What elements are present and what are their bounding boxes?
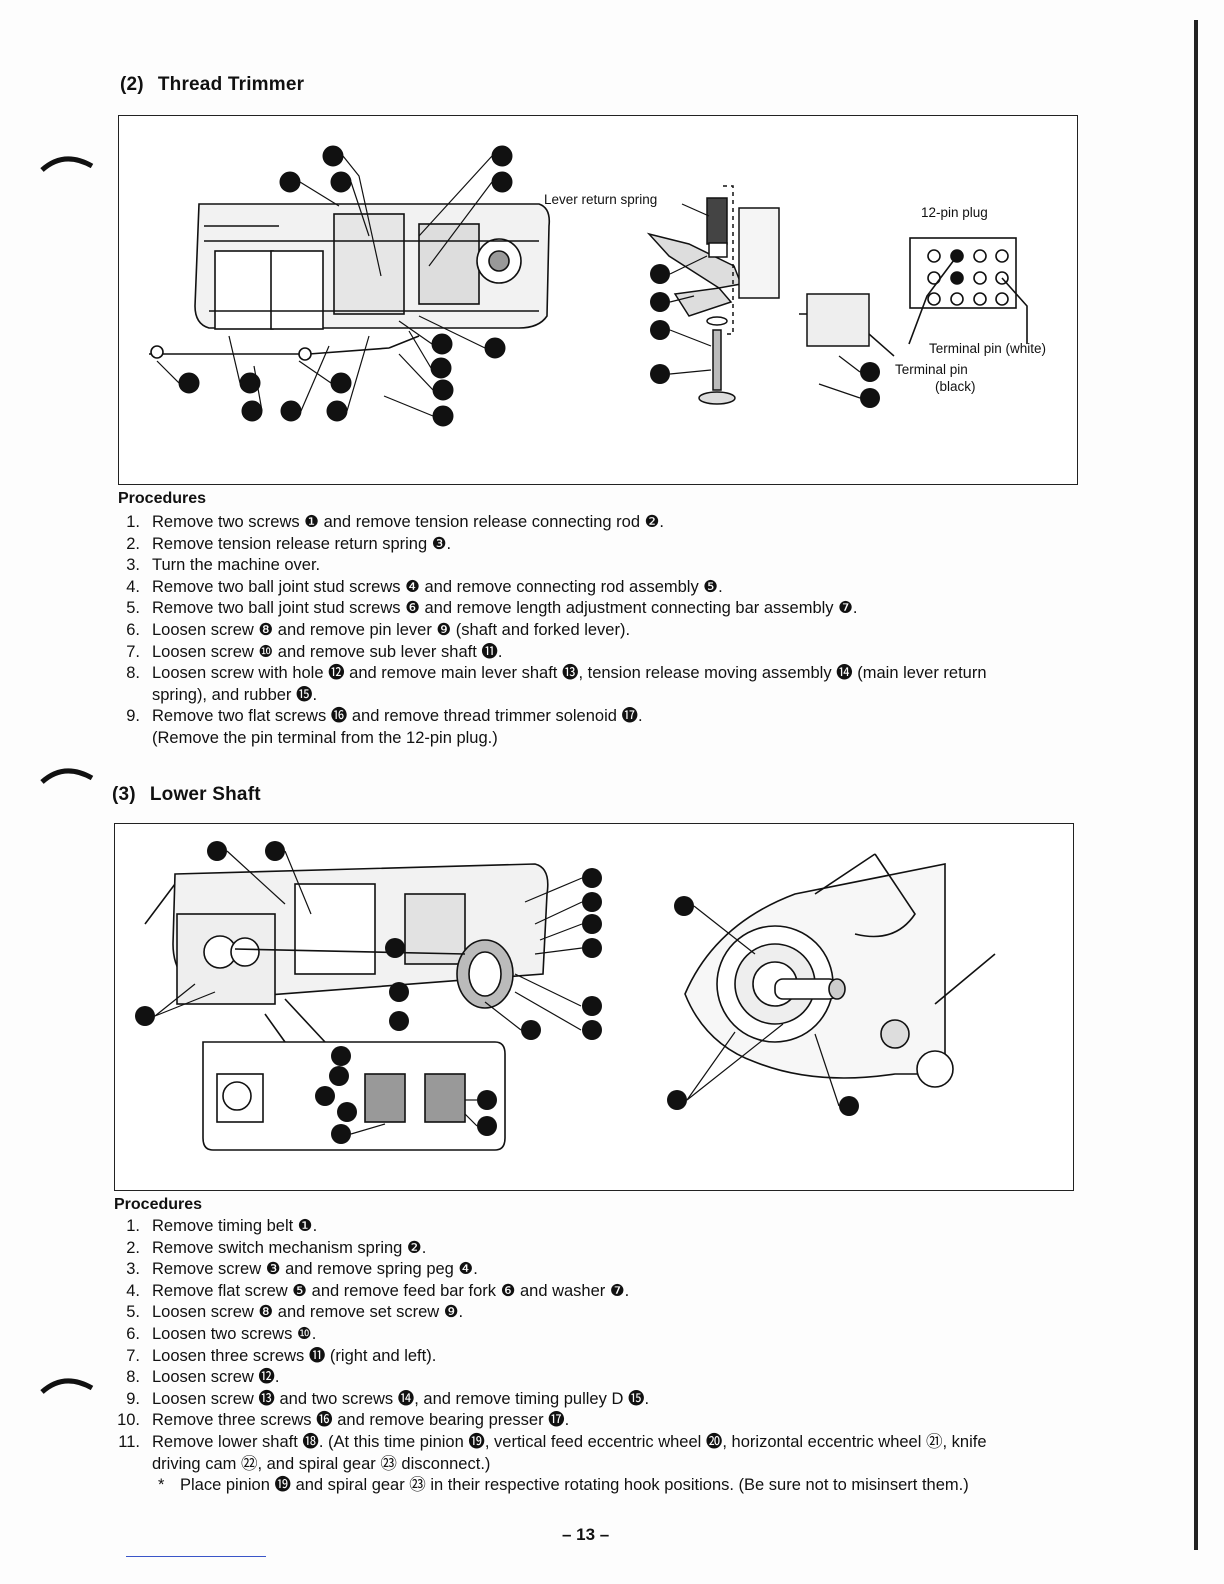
procedure-step-text: Remove two screws ❶ and remove tension r… bbox=[152, 513, 664, 531]
procedure-step-number: 8. bbox=[126, 1368, 140, 1387]
procedure-step-text: Loosen screw with hole ⓬ and remove main… bbox=[152, 664, 987, 683]
procedure-note: * Place pinion ⓳ and spiral gear ㉓ in the… bbox=[116, 1475, 1091, 1497]
procedure-step-text: Loosen screw ❿ and remove sub lever shaf… bbox=[152, 642, 503, 661]
procedure-step-number: 5. bbox=[126, 1303, 140, 1322]
procedure-step: 8. Loosen screw ⓬. bbox=[116, 1367, 1091, 1389]
procedure-step: 5. Remove two ball joint stud screws ❻ an… bbox=[116, 598, 1086, 620]
procedure-step: 8. Loosen screw with hole ⓬ and remove ma… bbox=[116, 663, 1086, 685]
binding-edge-line bbox=[1194, 20, 1198, 1550]
procedure-step-text: Remove two flat screws ⓰ and remove thre… bbox=[152, 707, 643, 726]
procedure-step: 1. Remove two screws ❶ and remove tension… bbox=[116, 512, 1086, 534]
procedure-step: 2. Remove switch mechanism spring ❷. bbox=[116, 1238, 1091, 1260]
thread-trimmer-illustration: Lever return spring 12-pin plug Terminal… bbox=[149, 145, 1046, 427]
procedure-step: 7. Loosen three screws ⓫ (right and left)… bbox=[116, 1346, 1091, 1368]
procedure-step: 6. Loosen two screws ❿. bbox=[116, 1324, 1091, 1346]
label-terminal-pin-white: Terminal pin (white) bbox=[929, 341, 1046, 356]
procedure-step-text: Remove two ball joint stud screws ❹ and … bbox=[152, 577, 723, 596]
section-3-title-text: Lower Shaft bbox=[149, 784, 261, 805]
procedure-step-text: Loosen two screws ❿. bbox=[152, 1324, 317, 1343]
margin-hole-mark-1 bbox=[40, 156, 94, 172]
procedure-step-text: Loosen screw ❽ and remove set screw ❾. bbox=[152, 1303, 464, 1322]
procedure-step: 9. Remove two flat screws ⓰ and remove th… bbox=[116, 706, 1086, 728]
procedure-step-number: 5. bbox=[126, 599, 140, 618]
procedure-step-text: Loosen screw ⓭ and two screws ⓮, and rem… bbox=[152, 1389, 650, 1408]
thread-trimmer-figure: Lever return spring 12-pin plug Terminal… bbox=[118, 115, 1078, 485]
note-asterisk: * bbox=[158, 1476, 165, 1495]
section-3-procedures-heading: Procedures bbox=[114, 1196, 203, 1213]
section-2-procedures-heading: Procedures bbox=[118, 490, 207, 507]
procedure-step: 6. Loosen screw ❽ and remove pin lever ❾ … bbox=[116, 620, 1086, 642]
procedure-step-text: Loosen screw ❽ and remove pin lever ❾ (s… bbox=[152, 620, 631, 639]
section-3-procedure-list: 1. Remove timing belt ❶. 2. Remove switch m… bbox=[116, 1216, 1091, 1497]
procedure-step-number: 7. bbox=[126, 1346, 140, 1365]
procedure-step-number: 11. bbox=[118, 1432, 140, 1451]
procedure-step-text: Turn the machine over. bbox=[152, 556, 321, 575]
page-number: – 13 – bbox=[562, 1525, 610, 1544]
procedure-step-text: Remove switch mechanism spring ❷. bbox=[152, 1238, 427, 1257]
section-2-number: (2) bbox=[120, 74, 144, 95]
section-3-number: (3) bbox=[112, 784, 136, 805]
procedure-step: 10. Remove three screws ⓰ and remove bear… bbox=[116, 1410, 1091, 1432]
procedure-step-number: 3. bbox=[126, 556, 140, 575]
lower-shaft-figure bbox=[114, 823, 1074, 1191]
procedure-step-number: 2. bbox=[126, 1238, 140, 1257]
procedure-step-number: 7. bbox=[126, 642, 140, 661]
procedure-step-number: 4. bbox=[126, 1281, 140, 1300]
note-text: Place pinion ⓳ and spiral gear ㉓ in thei… bbox=[180, 1476, 969, 1495]
procedure-step: 1. Remove timing belt ❶. bbox=[116, 1216, 1091, 1238]
procedure-step-number: 6. bbox=[126, 620, 140, 639]
procedure-step-text: driving cam ㉒, and spiral gear ㉓ disconn… bbox=[152, 1454, 491, 1473]
procedure-step-text: Remove two ball joint stud screws ❻ and … bbox=[152, 599, 858, 618]
procedure-step-text: Loosen screw ⓬. bbox=[152, 1368, 280, 1387]
procedure-step-number: 1. bbox=[126, 1217, 140, 1235]
procedure-step-text: Remove flat screw ❺ and remove feed bar … bbox=[152, 1281, 630, 1300]
procedure-step: driving cam ㉒, and spiral gear ㉓ disconn… bbox=[116, 1454, 1091, 1476]
procedure-step-number: 4. bbox=[126, 577, 140, 596]
lower-shaft-illustration bbox=[135, 841, 996, 1151]
label-12-pin-plug: 12-pin plug bbox=[921, 205, 988, 220]
margin-hole-mark-2 bbox=[40, 768, 94, 784]
procedure-step-number: 6. bbox=[126, 1324, 140, 1343]
procedure-step-text: Remove lower shaft ⓲. (At this time pini… bbox=[152, 1432, 987, 1451]
procedure-step: 11. Remove lower shaft ⓲. (At this time p… bbox=[116, 1432, 1091, 1454]
label-terminal-pin-black-2: (black) bbox=[935, 379, 976, 394]
section-3-title: (3) Lower Shaft bbox=[112, 784, 261, 806]
procedure-step-text: Loosen three screws ⓫ (right and left). bbox=[152, 1346, 437, 1365]
procedure-step: 4. Remove flat screw ❺ and remove feed ba… bbox=[116, 1281, 1091, 1303]
section-2-procedure-list: 1. Remove two screws ❶ and remove tension… bbox=[116, 512, 1086, 750]
section-2-title-text: Thread Trimmer bbox=[157, 74, 305, 95]
procedure-step: 5. Loosen screw ❽ and remove set screw ❾. bbox=[116, 1302, 1091, 1324]
procedure-step-text: Remove screw ❸ and remove spring peg ❹. bbox=[152, 1260, 478, 1279]
label-lever-return-spring: Lever return spring bbox=[544, 192, 657, 207]
procedure-step: 4. Remove two ball joint stud screws ❹ an… bbox=[116, 577, 1086, 599]
procedure-step-number: 2. bbox=[126, 534, 140, 553]
procedure-step-text: Remove three screws ⓰ and remove bearing… bbox=[152, 1411, 570, 1430]
procedure-step-number: 9. bbox=[126, 1389, 140, 1408]
label-terminal-pin-black-1: Terminal pin bbox=[895, 362, 968, 377]
procedure-step: 2. Remove tension release return spring ❸… bbox=[116, 534, 1086, 556]
section-2-title: (2) Thread Trimmer bbox=[120, 74, 304, 96]
procedure-step: 3. Remove screw ❸ and remove spring peg ❹… bbox=[116, 1259, 1091, 1281]
procedure-step: (Remove the pin terminal from the 12-pin… bbox=[116, 728, 1086, 750]
procedure-step-text: Remove timing belt ❶. bbox=[152, 1217, 318, 1235]
margin-hole-mark-3 bbox=[40, 1378, 94, 1394]
procedure-step-number: 8. bbox=[126, 664, 140, 683]
procedure-step-number: 3. bbox=[126, 1260, 140, 1279]
procedure-step-number: 10. bbox=[117, 1411, 140, 1430]
procedure-step: 9. Loosen screw ⓭ and two screws ⓮, and r… bbox=[116, 1389, 1091, 1411]
procedure-step: 3. Turn the machine over. bbox=[116, 555, 1086, 577]
procedure-step: 7. Loosen screw ❿ and remove sub lever sh… bbox=[116, 642, 1086, 664]
bottom-rule bbox=[126, 1556, 266, 1557]
procedure-step: spring), and rubber ⓯. bbox=[116, 685, 1086, 707]
procedure-step-number: 9. bbox=[126, 707, 140, 726]
procedure-step-text: spring), and rubber ⓯. bbox=[152, 685, 318, 704]
procedure-step-text: Remove tension release return spring ❸. bbox=[152, 534, 452, 553]
procedure-step-number: 1. bbox=[126, 513, 140, 531]
procedure-step-text: (Remove the pin terminal from the 12-pin… bbox=[152, 728, 498, 747]
